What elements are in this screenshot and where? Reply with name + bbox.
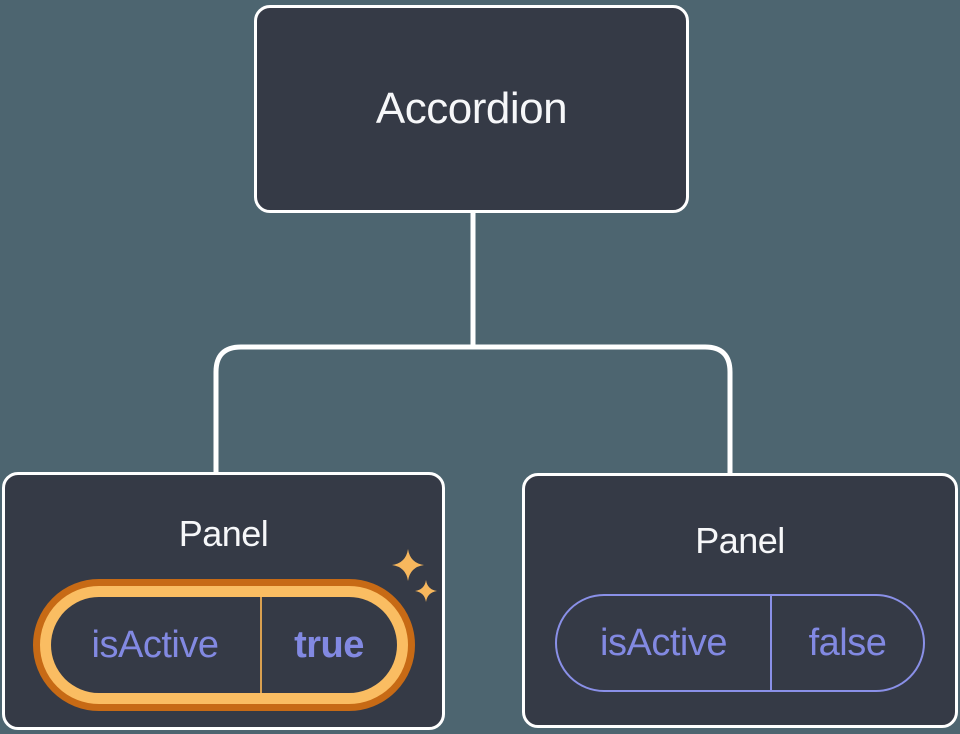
state-pill-divider	[770, 596, 772, 690]
state-value-cell: true	[262, 597, 397, 693]
panel-node-label: Panel	[695, 520, 785, 561]
state-value-cell: false	[772, 596, 923, 690]
state-key-label: isActive	[91, 623, 219, 666]
state-highlight-ring: isActive true	[32, 579, 415, 711]
state-key-cell: isActive	[557, 596, 770, 690]
accordion-node-label: Accordion	[375, 84, 568, 133]
state-pill-inactive: isActive false	[555, 594, 925, 692]
sparkle-small-star	[415, 580, 437, 602]
state-value-label: false	[808, 621, 887, 664]
sparkle-large-star	[392, 549, 424, 581]
panel-node-label: Panel	[178, 513, 269, 554]
state-pill-active: isActive true	[50, 597, 397, 693]
sparkles-icon	[392, 549, 437, 602]
connector-branch	[213, 344, 733, 481]
state-key-cell: isActive	[51, 597, 260, 693]
state-pill-divider	[259, 597, 262, 693]
accordion-node: Accordion	[254, 5, 689, 213]
panel-node-active: Panel isActive true	[2, 472, 445, 730]
state-key-label: isActive	[600, 621, 727, 664]
state-value-label: true	[294, 623, 364, 666]
panel-node-inactive: Panel isActive false	[522, 473, 958, 728]
